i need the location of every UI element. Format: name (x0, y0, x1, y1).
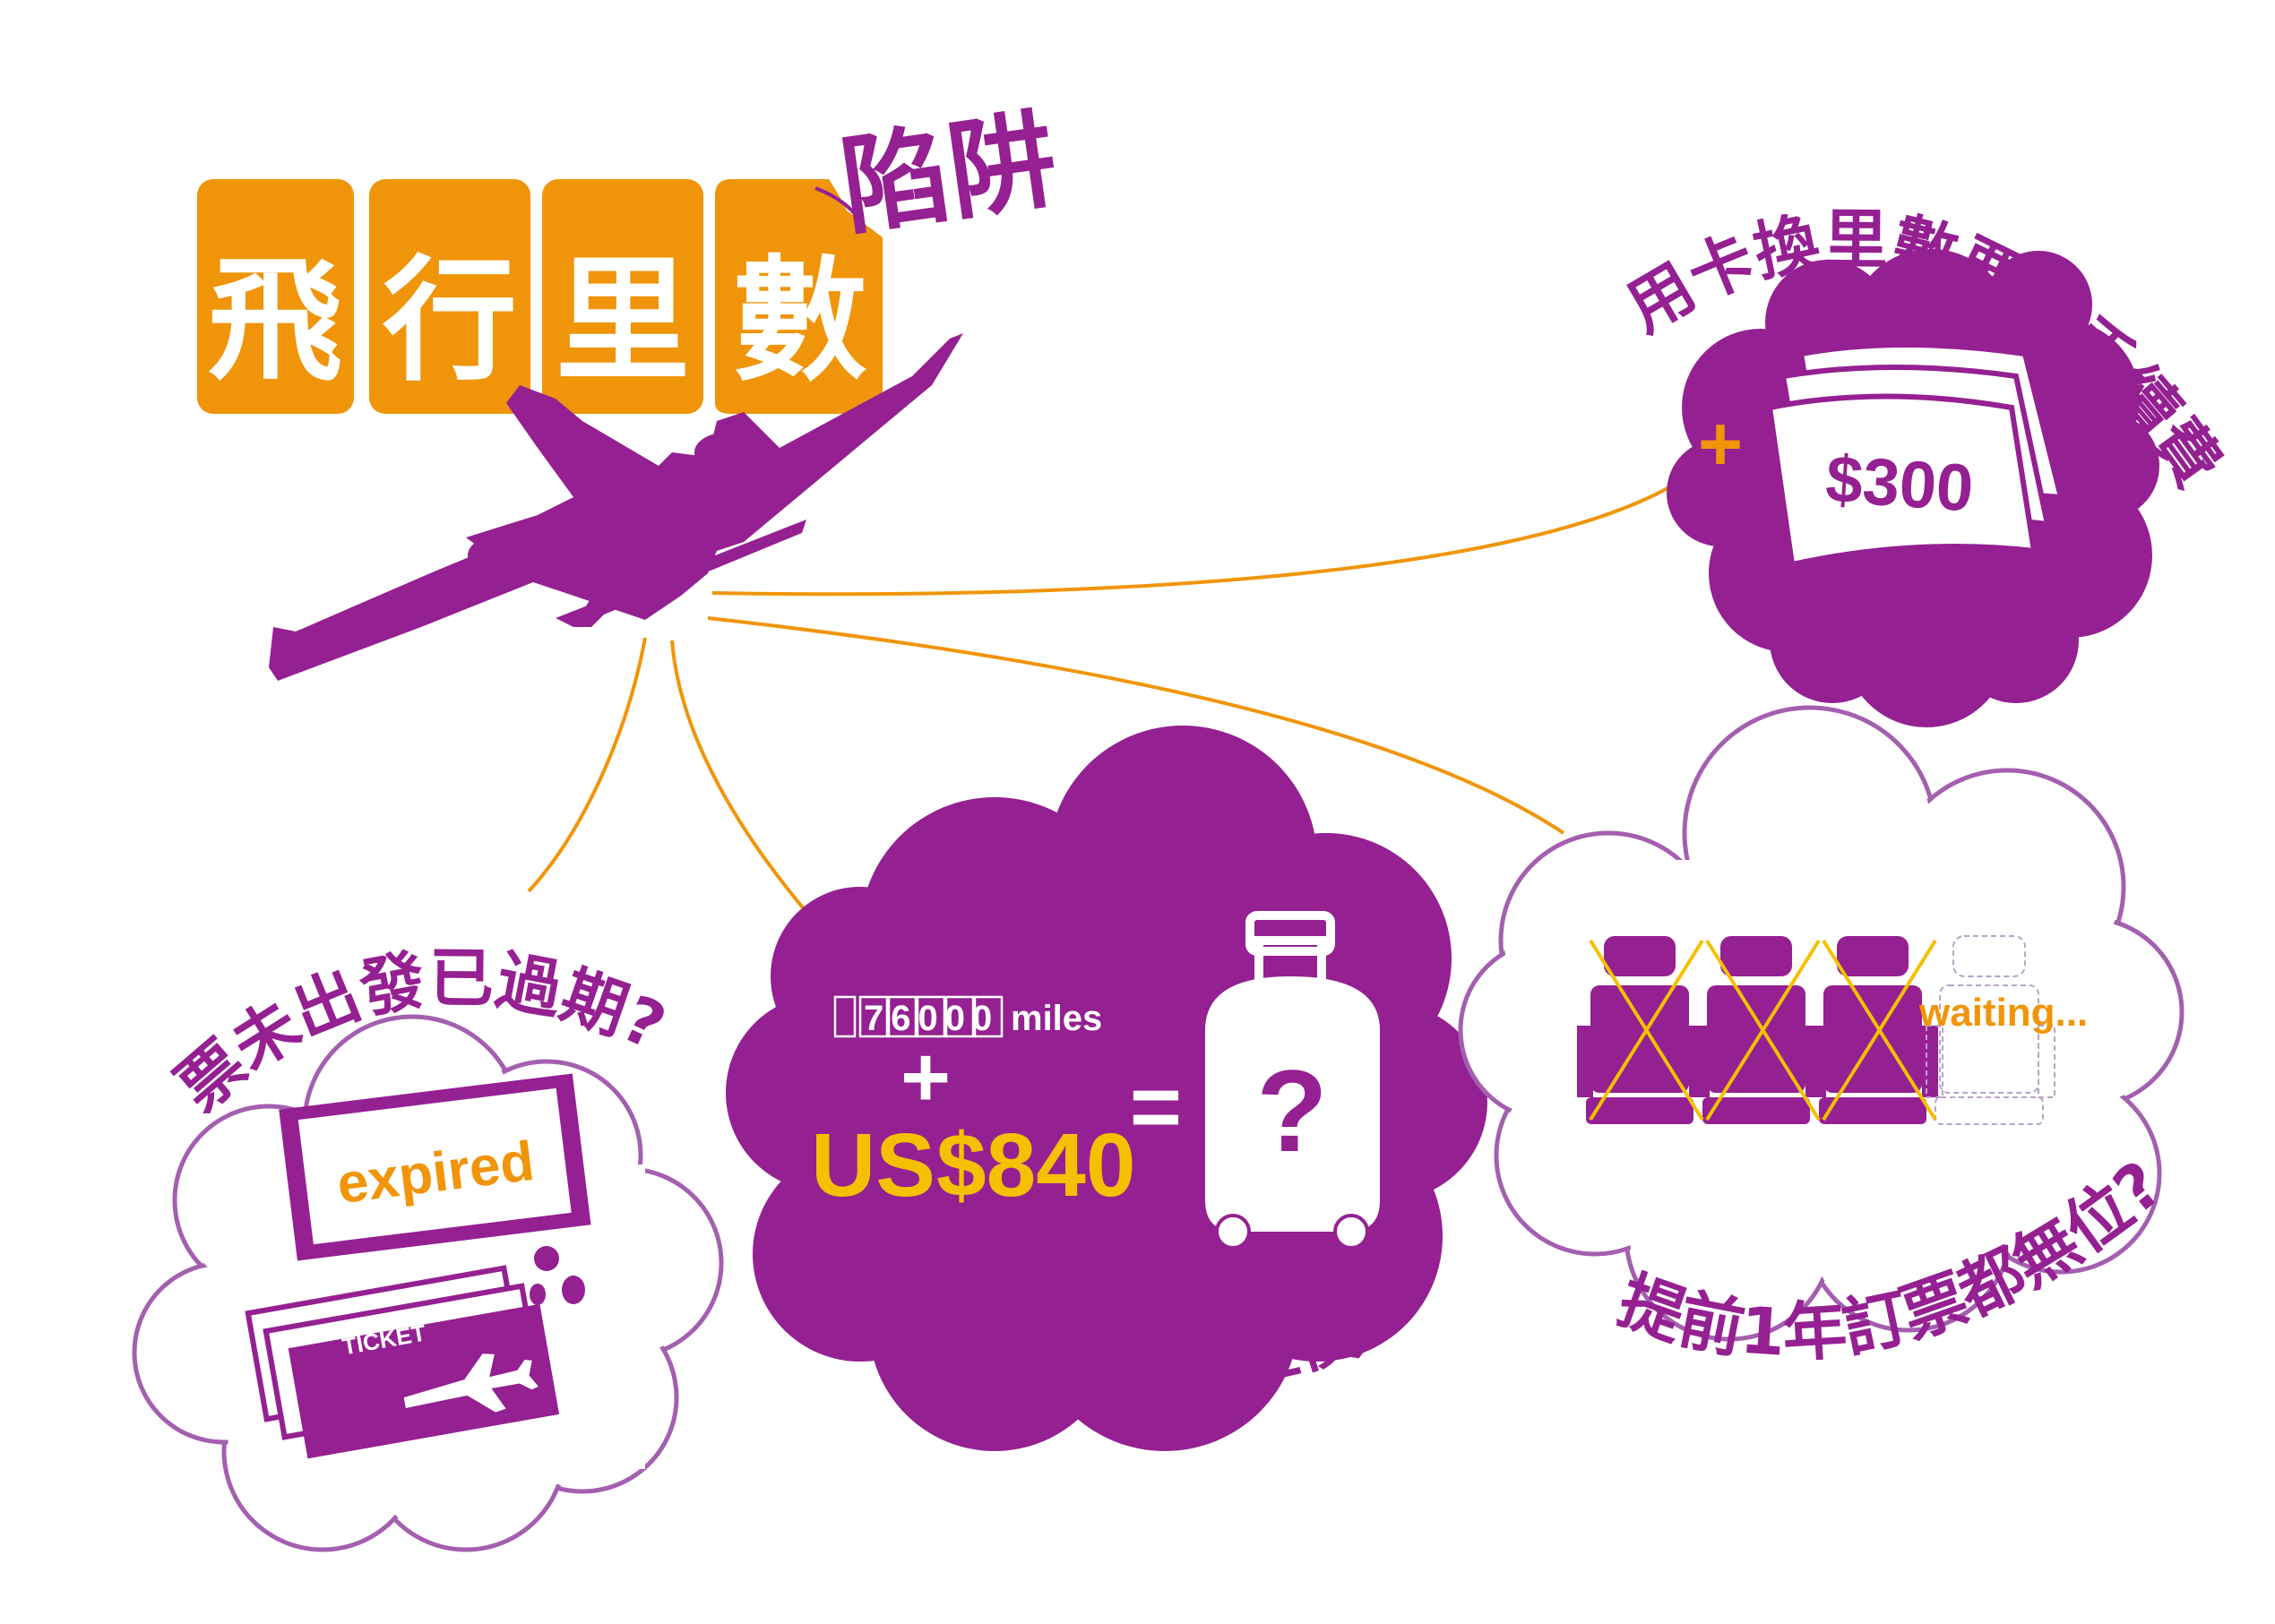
seat-cross-marks (1589, 939, 1937, 1121)
trap3-miles-unit: miles (1011, 999, 1102, 1038)
trap3-miles-digits: 76000 (864, 999, 999, 1038)
trap3-plus: + (901, 1029, 951, 1125)
ticket-icon: TICKET (245, 1265, 560, 1459)
trap3-mystery: ? (1256, 1045, 1327, 1176)
title-tile-3 (542, 179, 703, 414)
title-char-4: 數 (733, 244, 867, 400)
title-block: 飛 行 里 數 陷阱 (197, 98, 1064, 414)
trap4-status: waiting... (1918, 991, 2088, 1035)
connector-to-trap2 (527, 637, 647, 893)
seat-row (1577, 935, 2055, 1125)
suitcase-icon: ? (1205, 911, 1380, 1250)
cash-icon: $300 (1766, 342, 2064, 568)
airplane-icon (269, 333, 963, 681)
title-tear-curl (814, 186, 866, 229)
title-tile-1 (197, 179, 354, 414)
title-char-1: 飛 (208, 244, 342, 400)
trap3-price: $840 (936, 1115, 1135, 1216)
tear-drops (530, 1246, 585, 1305)
title-char-2: 行 (383, 244, 517, 400)
connector-to-trap3 (670, 640, 817, 924)
trap3-equals: = (1130, 1057, 1182, 1157)
connector-to-trap1 (711, 482, 1677, 597)
trap3-price-prefix: US (811, 1115, 935, 1216)
title-trap: 陷阱 (834, 98, 1064, 251)
seat-icon (1693, 936, 1822, 1124)
trap3-miles: 76000 miles (833, 995, 1102, 1038)
expired-board: expired (279, 1073, 591, 1261)
title-char-3: 里 (556, 244, 690, 400)
seat-icon-empty (1926, 935, 2055, 1125)
trap1-fee: $300 (1823, 441, 1976, 525)
connector-lines (527, 482, 1677, 924)
ticket-plane-icon (403, 1353, 539, 1413)
connector-to-trap4 (707, 616, 1565, 835)
trap1-plus: + (1698, 401, 1743, 487)
title-tile-2 (369, 179, 530, 414)
title-tile-4 (715, 179, 883, 414)
miles-digit-boxes (858, 995, 1004, 1038)
